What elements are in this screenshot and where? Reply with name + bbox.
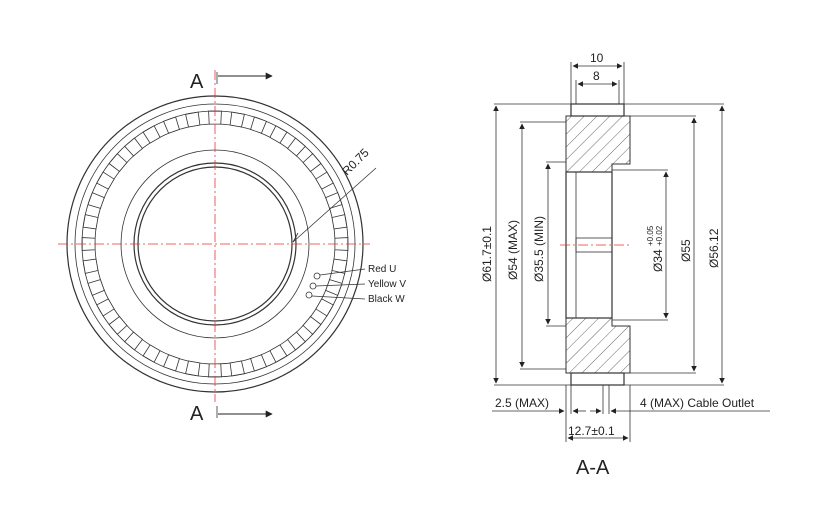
stator-slot <box>250 354 267 372</box>
flange-top <box>570 103 625 117</box>
stator-slot <box>87 279 105 296</box>
stator-slot <box>82 258 99 274</box>
stator-slot <box>331 258 348 274</box>
stator-slot <box>269 125 288 144</box>
wire-label-v: Yellow V <box>368 279 406 290</box>
dim-label-12-7: 12.7±0.1 <box>568 424 615 438</box>
stator-slot <box>269 344 288 363</box>
stator-slot <box>124 331 143 351</box>
stator-slot <box>302 316 322 335</box>
section-title: A-A <box>576 457 610 479</box>
section-label-top: A <box>190 71 204 93</box>
dim-label-55: Ø55 <box>679 239 693 262</box>
stator-slot <box>287 331 306 351</box>
stator-slot <box>208 110 222 125</box>
radius-leader <box>292 167 377 243</box>
shaft-center <box>575 237 613 253</box>
stator-slot <box>163 354 180 372</box>
wire-hole-w <box>305 291 313 299</box>
stator-slot <box>331 214 348 230</box>
wire-hole-v <box>309 282 317 290</box>
dim-label-35-5: Ø35.5 (MIN) <box>532 216 546 282</box>
stator-slots <box>81 110 349 378</box>
dim-label-10: 10 <box>590 51 604 65</box>
stator-slot <box>96 171 115 190</box>
front-view: A A R0.75 Red U Yellow V Black W <box>58 70 406 425</box>
stator-slot <box>81 237 96 251</box>
stator-slot <box>325 279 343 296</box>
dim-label-cable: 4 (MAX) Cable Outlet <box>640 396 755 410</box>
stator-slot <box>108 316 128 335</box>
section-label-bottom: A <box>190 403 204 425</box>
stator-slot <box>96 298 115 317</box>
stator-slot <box>185 360 201 377</box>
dim-label-2-5: 2.5 (MAX) <box>495 396 549 410</box>
wire-hole-u <box>313 272 321 280</box>
stator-slot <box>287 137 306 157</box>
stator-slot <box>302 153 322 172</box>
wire-label-w: Black W <box>368 294 405 305</box>
hatch-bottom <box>565 317 631 374</box>
dim-label-34: Ø34 <box>651 249 665 272</box>
section-view: Ø61.7±0.1 Ø54 (MAX) Ø35.5 (MIN) Ø34 +0.0… <box>480 51 770 479</box>
flange-bottom <box>570 372 625 386</box>
hatch-top <box>565 115 631 173</box>
stator-slot <box>315 298 334 317</box>
dim-label-54: Ø54 (MAX) <box>506 220 520 280</box>
stator-slot <box>185 111 201 128</box>
dim-label-8: 8 <box>593 69 600 83</box>
stator-slot <box>142 125 161 144</box>
stator-slot <box>250 116 267 134</box>
stator-slot <box>82 214 99 230</box>
stator-slot <box>229 111 245 128</box>
dim-label-34-tol-up: +0.05 <box>646 225 655 246</box>
stator-slot <box>163 116 180 134</box>
stator-slot <box>142 344 161 363</box>
radius-label: R0.75 <box>339 145 372 178</box>
stator-slot <box>325 192 343 209</box>
stator-slot <box>124 137 143 157</box>
dim-label-56-12: Ø56.12 <box>707 228 721 268</box>
wire-label-u: Red U <box>368 264 396 275</box>
stator-slot <box>87 192 105 209</box>
dim-label-34-tol-low: +0.02 <box>655 225 664 246</box>
stator-slot <box>315 171 334 190</box>
dim-label-61-7: Ø61.7±0.1 <box>480 226 494 282</box>
stator-slot <box>108 153 128 172</box>
stator-slot <box>229 360 245 377</box>
stator-slot <box>208 363 222 378</box>
